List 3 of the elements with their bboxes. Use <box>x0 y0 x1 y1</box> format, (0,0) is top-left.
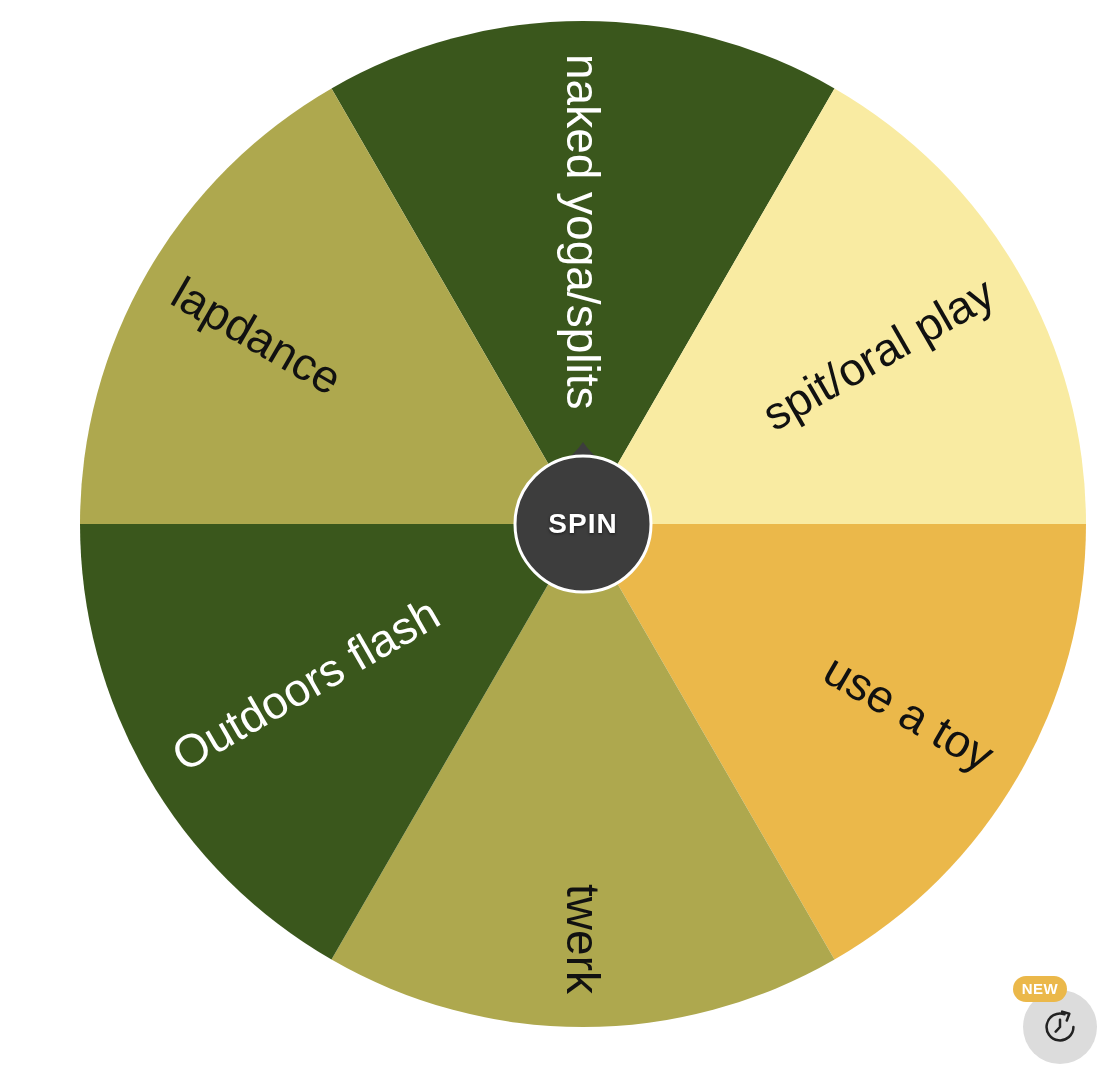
new-badge: NEW <box>1013 976 1067 1002</box>
segment-label: twerk <box>560 884 606 994</box>
segment-label: use a toy <box>816 645 1002 779</box>
